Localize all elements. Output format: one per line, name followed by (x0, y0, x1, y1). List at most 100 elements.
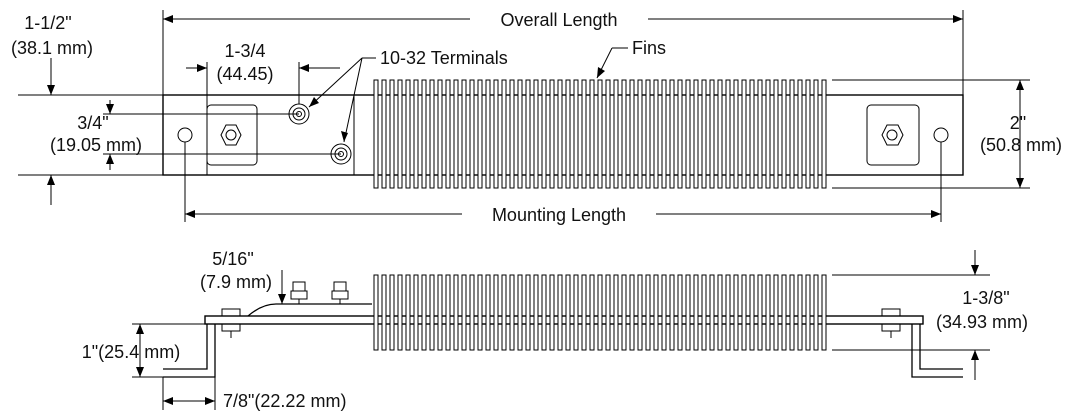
fin (405, 274, 411, 351)
fin (789, 79, 795, 189)
fin (461, 274, 467, 351)
fin (629, 79, 635, 189)
fin (741, 274, 747, 351)
dim-5-16-label: 5/16" (212, 249, 253, 269)
dim-1: 1"(25.4 mm) (82, 323, 207, 378)
dim-1-3-4: 1-3/4 (44.45) (186, 41, 340, 104)
fin (501, 79, 507, 189)
fin (445, 274, 451, 351)
fin (509, 274, 515, 351)
fin (557, 79, 563, 189)
dim-7-8: 7/8"(22.22 mm) (162, 377, 346, 411)
fin (757, 79, 763, 189)
fin (685, 274, 691, 351)
fin (421, 274, 427, 351)
fin (773, 79, 779, 189)
heater-body-top (162, 94, 964, 176)
fin (389, 79, 395, 189)
fin (573, 79, 579, 189)
fin (701, 79, 707, 189)
fin (405, 79, 411, 189)
fin (565, 79, 571, 189)
dim-2-label: 2" (1010, 113, 1026, 133)
fin (629, 274, 635, 351)
side-nut-left (221, 308, 241, 338)
fin (677, 274, 683, 351)
fin (645, 79, 651, 189)
right-mounting-bracket (911, 324, 963, 378)
fin (757, 274, 763, 351)
fin (709, 274, 715, 351)
fin (669, 274, 675, 351)
fin (733, 274, 739, 351)
fin (621, 79, 627, 189)
fin (589, 274, 595, 351)
fin (573, 274, 579, 351)
fin (821, 79, 827, 189)
dim-1-label: 1"(25.4 mm) (82, 342, 180, 362)
fins-callout: Fins (596, 38, 666, 79)
fin (549, 79, 555, 189)
fin (685, 79, 691, 189)
fin (549, 274, 555, 351)
side-nut-right (881, 308, 901, 338)
dim-3-4: 3/4" (19.05 mm) (50, 100, 341, 170)
dim-3-4-mm-label: (19.05 mm) (50, 135, 142, 155)
fin (637, 79, 643, 189)
fin (749, 274, 755, 351)
fin (781, 79, 787, 189)
terminal-plate (247, 303, 372, 317)
fin (533, 79, 539, 189)
fin (773, 274, 779, 351)
hex-nut-right (881, 124, 904, 146)
side-terminal-left (290, 281, 308, 304)
fin (805, 79, 811, 189)
fin (381, 79, 387, 189)
fin (437, 274, 443, 351)
fin (805, 274, 811, 351)
fin (469, 274, 475, 351)
fin (637, 274, 643, 351)
fin (645, 274, 651, 351)
fin (541, 79, 547, 189)
dim-5-16-mm-label: (7.9 mm) (200, 272, 272, 292)
fin (429, 79, 435, 189)
fin (613, 79, 619, 189)
fin (613, 274, 619, 351)
fin (517, 274, 523, 351)
fin (781, 274, 787, 351)
terminal-bracket-left (206, 104, 258, 166)
fin (413, 79, 419, 189)
fin (581, 274, 587, 351)
fin (397, 79, 403, 189)
overall-length-dimension: Overall Length (162, 10, 964, 95)
dim-1-3-8-label: 1-3/8" (962, 288, 1009, 308)
fin (597, 79, 603, 189)
fin (557, 274, 563, 351)
dim-1-1-2: 1-1/2" (38.1 mm) (11, 13, 163, 205)
dim-1-1-2-mm-label: (38.1 mm) (11, 38, 93, 58)
fin (661, 274, 667, 351)
fin (733, 79, 739, 189)
fin (509, 79, 515, 189)
terminals-callout: 10-32 Terminals (308, 48, 508, 143)
terminal-bracket-right (866, 104, 920, 166)
side-view (163, 274, 963, 378)
fin (581, 79, 587, 189)
terminals-label: 10-32 Terminals (380, 48, 508, 68)
fin (741, 79, 747, 189)
overall-length-label: Overall Length (500, 10, 617, 30)
fin (477, 274, 483, 351)
fin (541, 274, 547, 351)
fin (797, 79, 803, 189)
fin (693, 274, 699, 351)
fin (389, 274, 395, 351)
dim-1-1-2-label: 1-1/2" (24, 13, 71, 33)
dim-1-3-8-mm-label: (34.93 mm) (936, 312, 1028, 332)
fins-label: Fins (632, 38, 666, 58)
fin (621, 274, 627, 351)
fin (789, 274, 795, 351)
fin (605, 274, 611, 351)
dim-5-16: 5/16" (7.9 mm) (200, 249, 290, 317)
fin (701, 274, 707, 351)
